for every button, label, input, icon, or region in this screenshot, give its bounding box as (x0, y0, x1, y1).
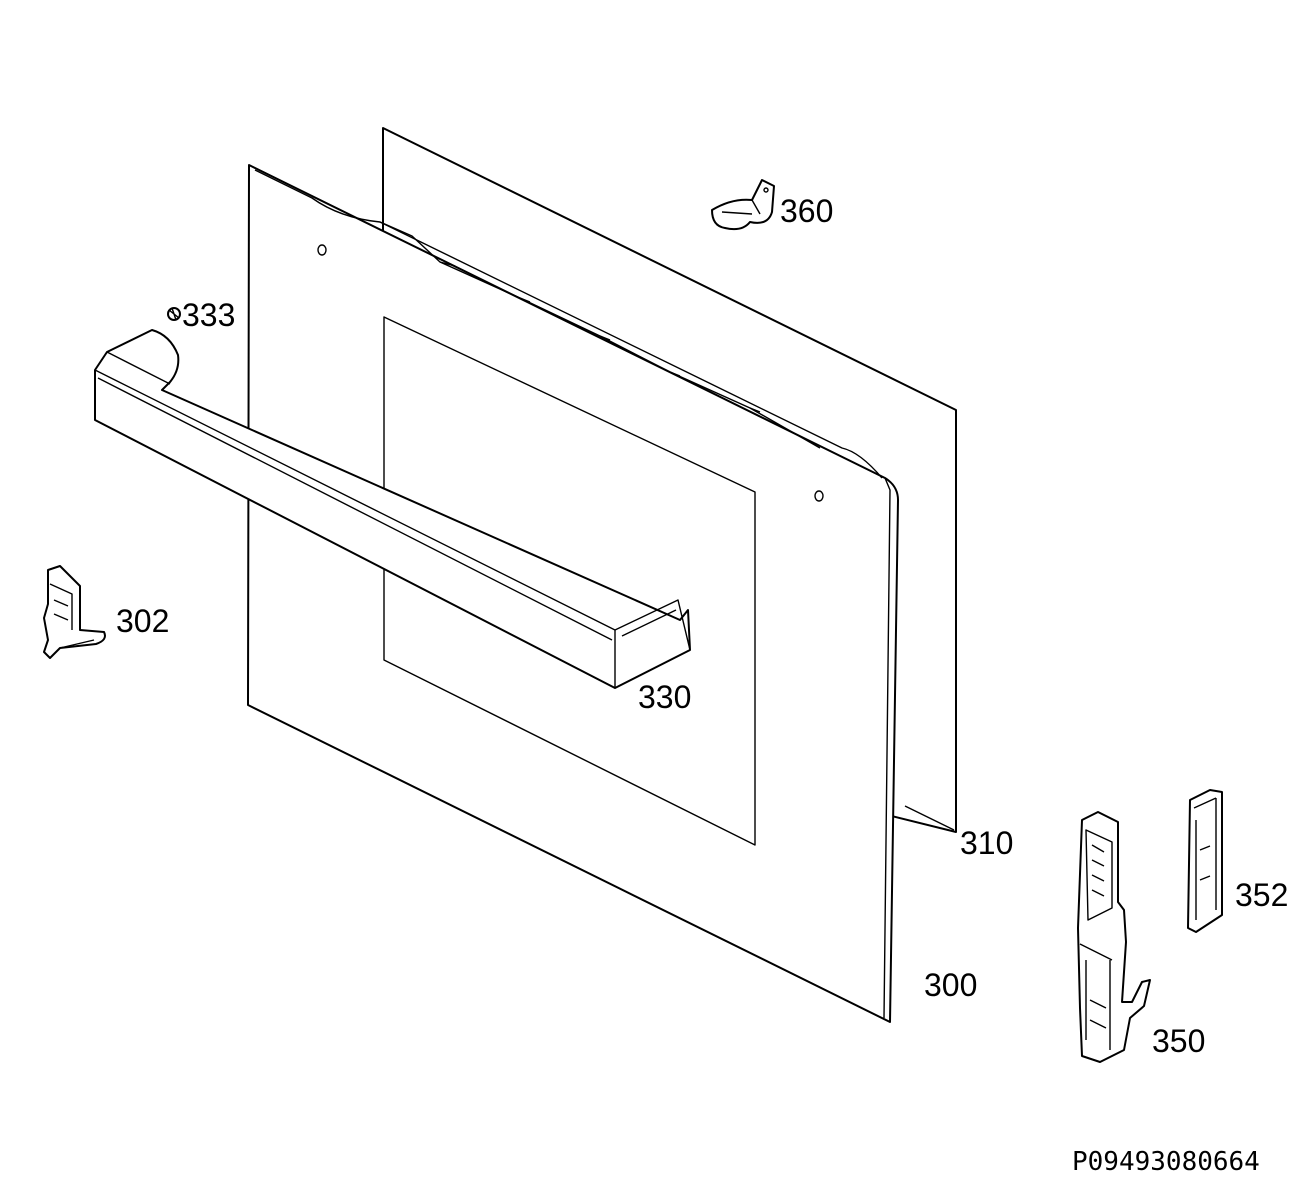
part-360-clip[interactable] (711, 179, 775, 231)
drawing-code: P09493080664 (1072, 1147, 1260, 1177)
label-302: 302 (116, 603, 169, 639)
part-352-hinge-cover[interactable] (1187, 789, 1223, 933)
label-333: 333 (182, 297, 235, 333)
label-352: 352 (1235, 877, 1288, 913)
part-350-hinge[interactable] (1077, 811, 1151, 1063)
label-360: 360 (780, 193, 833, 229)
fixing-hole (814, 490, 824, 502)
leader-line-310 (904, 805, 955, 831)
part-302-hinge-bracket[interactable] (43, 565, 106, 659)
label-330: 330 (638, 679, 691, 715)
label-310: 310 (960, 825, 1013, 861)
part-333-screw[interactable] (167, 307, 181, 321)
label-300: 300 (924, 967, 977, 1003)
fixing-hole (317, 244, 327, 256)
label-350: 350 (1152, 1023, 1205, 1059)
part-330-door-handle[interactable] (94, 329, 691, 689)
